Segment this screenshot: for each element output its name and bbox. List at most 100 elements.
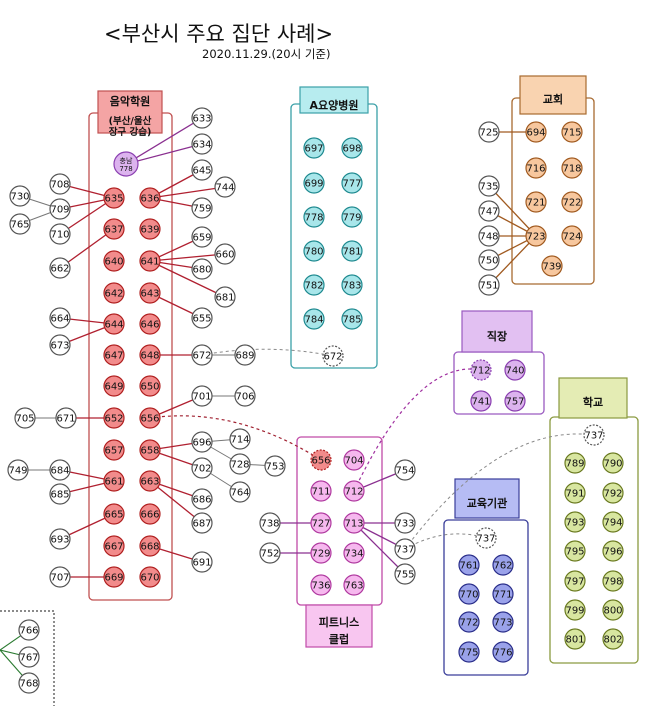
edge-f712-w712 [353,368,482,492]
group-work: 직장 [453,310,545,415]
node-circle [139,503,161,525]
node-circle [103,187,125,209]
node-circle [303,308,325,330]
node-f727: 727 [310,512,332,534]
node-s801: 801 [564,628,586,650]
group-school-label: 학교 [583,395,603,409]
node-circle [458,583,480,605]
node-label: 656 [311,456,330,467]
node-label: 662 [50,264,69,275]
node-label: 768 [19,679,38,690]
node-label: 797 [565,577,584,588]
node-circle [564,482,586,504]
node-o728: 728 [229,453,251,475]
node-o691: 691 [191,551,213,573]
node-s797: 797 [564,570,586,592]
edge-o751-c723 [488,235,537,286]
node-label: 711 [311,487,330,498]
group-edu: 교육기관 [443,478,529,676]
node-m663: 663 [139,470,161,492]
node-o708: 708 [49,173,71,195]
node-circle [341,206,363,228]
node-circle [191,431,213,453]
node-label: 770 [459,590,478,601]
node-f656: 656 [310,449,332,471]
node-label: 729 [311,549,330,560]
node-circle [18,646,40,668]
node-circle [602,482,624,504]
node-circle [139,439,161,461]
node-w740: 740 [504,359,526,381]
node-o751: 751 [478,274,500,296]
node-c716: 716 [525,157,547,179]
node-circle [229,481,251,503]
node-m635: 635 [103,187,125,209]
group-church: 교회 [511,75,595,285]
node-label: 754 [395,466,414,477]
node-label: 689 [235,351,254,362]
node-label: 635 [104,194,123,205]
node-o709: 709 [49,198,71,220]
node-o672: 672 [191,344,213,366]
node-circle [478,121,500,143]
node-s791: 791 [564,482,586,504]
node-label: 755 [395,570,414,581]
node-o744: 744 [214,176,236,198]
node-label: 789 [565,459,584,470]
node-label: 737 [395,545,414,556]
edge-m641-o660 [149,253,226,262]
group-fitness-label-box [305,604,373,648]
node-label: 680 [192,265,211,276]
node-o687: 687 [191,512,213,534]
node-label: 724 [562,232,581,243]
node-circle [564,570,586,592]
node-h777: 777 [341,172,363,194]
node-m657: 657 [103,439,125,461]
node-circle [322,345,344,367]
edge-m663-o687 [149,480,203,524]
node-circle [561,157,583,179]
node-circle [18,672,40,694]
node-label: 772 [459,618,478,629]
node-circle [341,274,363,296]
node-circle [310,480,332,502]
node-label: 762 [493,561,512,572]
node-h783: 783 [341,274,363,296]
node-label: 722 [562,198,581,209]
group-work-label: 직장 [487,329,507,343]
node-w741: 741 [470,390,492,412]
group-school-label-box [558,377,628,419]
node-label: 709 [50,205,69,216]
node-circle [191,197,213,219]
group-fitness-label: 피트니스 [319,615,359,629]
node-o693: 693 [49,528,71,550]
node-circle [259,512,281,534]
group-church-label: 교회 [543,92,563,106]
node-label: 659 [192,233,211,244]
node-circle [234,344,256,366]
node-o730: 730 [9,185,31,207]
node-x768: 768 [18,672,40,694]
node-label: 765 [10,220,29,231]
node-o634: 634 [191,133,213,155]
node-o706: 706 [234,385,256,407]
group-music-label: 음악학원 [110,94,150,108]
node-label: 780 [304,247,323,258]
group-school: 학교 [549,377,639,664]
node-circle [341,240,363,262]
node-label: 667 [104,542,123,553]
edge-o662-m637 [59,228,115,269]
node-circle [49,459,71,481]
node-m642: 642 [103,282,125,304]
node-m668: 668 [139,535,161,557]
node-label: 634 [192,140,211,151]
node-label: 778 [119,165,132,173]
node-circle [264,455,286,477]
node-label: 723 [526,232,545,243]
group-fitness-label: 클럽 [329,632,349,646]
node-circle [458,641,480,663]
node-circle [343,542,365,564]
node-label: 792 [603,489,622,500]
